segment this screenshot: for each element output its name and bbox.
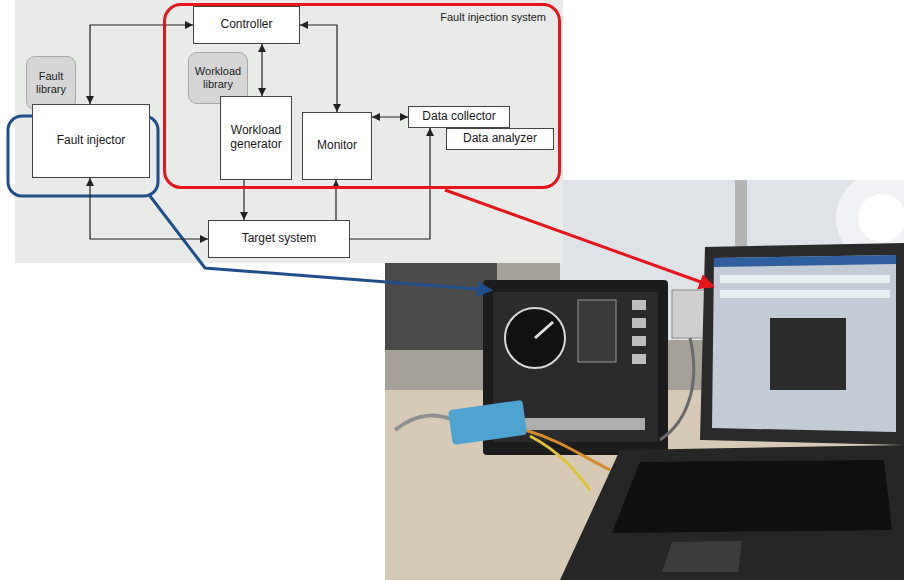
system-boundary: Fault injection systemControllerWorkload…: [163, 3, 561, 189]
cable: [530, 436, 590, 490]
connector-arrow: [243, 180, 244, 220]
box-label: Workload library: [193, 65, 243, 90]
usb-adapter: [448, 400, 527, 445]
diagram-background: [15, 0, 563, 263]
box-label: Controller: [220, 18, 272, 32]
connector-arrow: [90, 25, 193, 104]
device-button: [632, 300, 646, 310]
background-monitor: [385, 250, 497, 350]
sun-glare: [858, 194, 904, 242]
process-box: Monitor: [302, 112, 372, 180]
laptop-bezel: [700, 243, 904, 445]
device-dial: [505, 308, 565, 368]
box-label: Fault injection system: [440, 11, 546, 24]
cable: [660, 338, 694, 440]
cable: [395, 416, 455, 430]
process-box: Data analyzer: [446, 128, 554, 150]
laptop-base: [560, 445, 904, 580]
laptop-keyboard: [612, 460, 892, 533]
process-box: Fault injector: [32, 104, 150, 178]
box-label: Target system: [242, 232, 317, 246]
screen-row: [720, 275, 890, 283]
connector-arrow: [261, 44, 262, 96]
window-titlebar: [714, 255, 896, 267]
box-label: Data collector: [422, 110, 495, 124]
box-label: Fault library: [31, 70, 71, 95]
box-label: Monitor: [317, 139, 357, 153]
process-box: Data collector: [408, 106, 510, 128]
connector-arrow: [300, 25, 337, 112]
laptop-screen: [712, 255, 896, 432]
device-button: [632, 318, 646, 328]
dial-needle: [535, 322, 553, 338]
laptop-touchpad: [662, 541, 742, 572]
pointer-arrow: [445, 190, 712, 286]
box-label: Workload generator: [225, 124, 287, 152]
library-box: Fault library: [26, 56, 76, 110]
screen-row: [720, 290, 890, 298]
screen-window: [770, 318, 846, 390]
process-box: Controller: [193, 6, 300, 44]
device-screen: [578, 300, 616, 362]
device-button: [632, 354, 646, 364]
process-box: Workload generator: [220, 96, 292, 180]
process-box: Target system: [208, 220, 350, 258]
box-label: Data analyzer: [463, 132, 537, 146]
box-label: Fault injector: [57, 134, 126, 148]
connector-arrow: [372, 116, 408, 117]
device-button: [632, 336, 646, 346]
connector-arrow: [335, 180, 336, 220]
pointer-arrow: [150, 196, 490, 290]
